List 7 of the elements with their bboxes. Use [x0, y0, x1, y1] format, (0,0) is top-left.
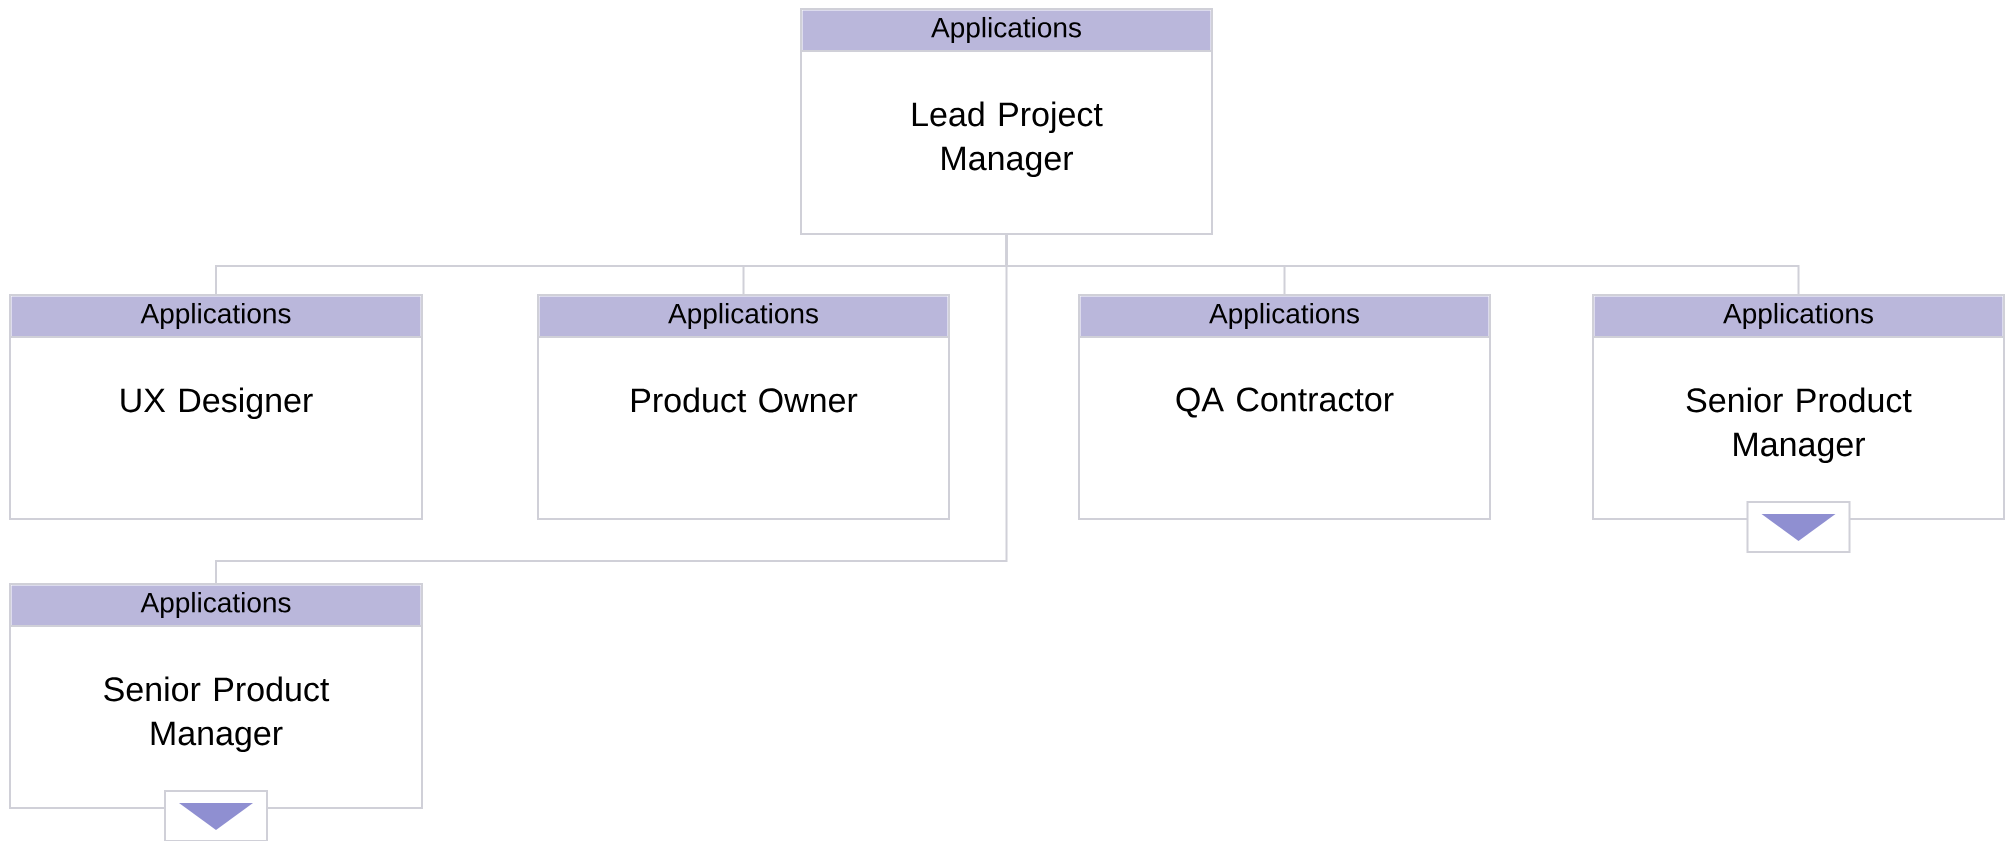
card: Applications UX Designer: [9, 294, 423, 520]
connector: [215, 234, 1008, 584]
card: Applications Product Owner: [537, 294, 950, 520]
card: Applications QA Contractor: [1078, 294, 1491, 520]
card: Applications Lead Project Manager: [800, 8, 1213, 235]
card: Applications Senior Product Manager: [9, 583, 423, 809]
card: Applications Senior Product Manager: [1592, 294, 2005, 520]
